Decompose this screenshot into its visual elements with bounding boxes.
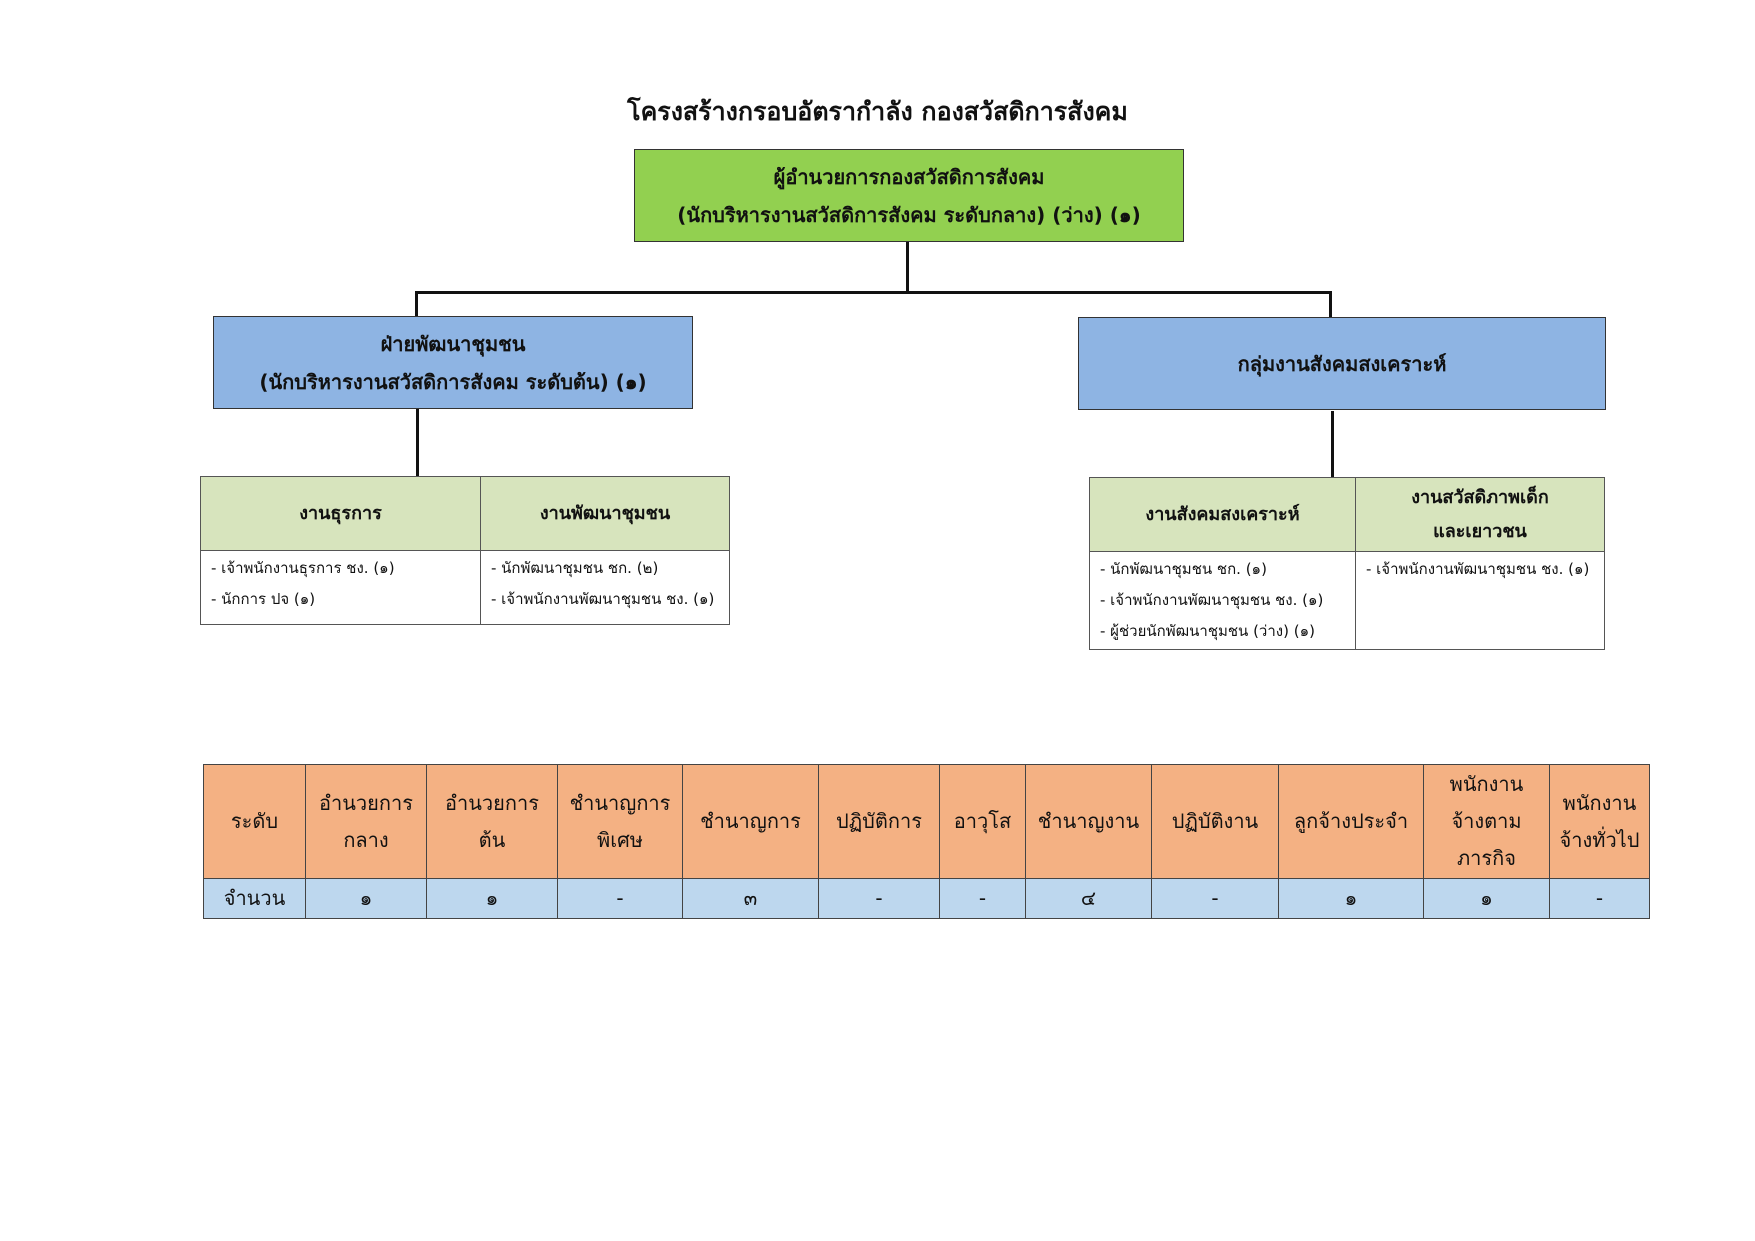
section-staff-community-dev: - นักพัฒนาชุมชน ชก. (๒) - เจ้าพนักงานพัฒ…	[480, 550, 730, 625]
staff-item: - นักพัฒนาชุมชน ชก. (๑)	[1100, 560, 1267, 578]
section-header-child-youth: งานสวัสดิภาพเด็ก และเยาวชน	[1355, 477, 1605, 552]
count-cell: -	[1549, 878, 1650, 919]
staff-item: - เจ้าพนักงานพัฒนาชุมชน ชง. (๑)	[1100, 591, 1324, 609]
count-row-label: จำนวน	[203, 878, 306, 919]
page-title: โครงสร้างกรอบอัตรากำลัง กองสวัสดิการสังค…	[627, 97, 1128, 126]
staff-item: - เจ้าพนักงานธุรการ ชง. (๑)	[211, 559, 395, 577]
community-development-unit-box: ฝ่ายพัฒนาชุมชน (นักบริหารงานสวัสดิการสัง…	[213, 316, 693, 409]
count-cell: -	[818, 878, 940, 919]
level-header: ชำนาญการ	[682, 764, 819, 879]
left-sections-table: งานธุรการ งานพัฒนาชุมชน - เจ้าพนักงานธุร…	[200, 476, 730, 625]
connector-director-down	[906, 242, 909, 292]
social-welfare-group-box: กลุ่มงานสังคมสงเคราะห์	[1078, 317, 1606, 410]
staff-item: - นักการ ปจ (๑)	[211, 590, 316, 608]
level-header: อำนวยการกลาง	[305, 764, 427, 879]
levels-table: ระดับ อำนวยการกลาง อำนวยการต้น ชำนาญการพ…	[203, 764, 1650, 919]
connector-left-down	[415, 291, 418, 317]
level-header: ชำนาญงาน	[1025, 764, 1152, 879]
level-header: อำนวยการต้น	[426, 764, 558, 879]
count-cell: ๔	[1025, 878, 1152, 919]
staff-item: - ผู้ช่วยนักพัฒนาชุมชน (ว่าง) (๑)	[1100, 622, 1315, 640]
count-cell: -	[939, 878, 1026, 919]
left-unit-position: (นักบริหารงานสวัสดิการสังคม ระดับต้น) (๑…	[259, 369, 647, 394]
section-header-community-dev: งานพัฒนาชุมชน	[480, 476, 730, 551]
section-header-social-work: งานสังคมสงเคราะห์	[1089, 477, 1356, 552]
count-cell: ๓	[682, 878, 819, 919]
level-row-label: ระดับ	[203, 764, 306, 879]
level-header: ลูกจ้างประจำ	[1278, 764, 1424, 879]
right-unit-title: กลุ่มงานสังคมสงเคราะห์	[1237, 351, 1447, 376]
connector-horizontal	[415, 291, 1331, 294]
connector-right-unit-down	[1331, 411, 1334, 478]
staff-item: - นักพัฒนาชุมชน ชก. (๒)	[491, 559, 659, 577]
section-header-admin: งานธุรการ	[200, 476, 481, 551]
director-position: (นักบริหารงานสวัสดิการสังคม ระดับกลาง) (…	[677, 202, 1141, 227]
count-cell: -	[557, 878, 683, 919]
section-header-line: งานสวัสดิภาพเด็ก	[1411, 486, 1549, 508]
connector-right-down	[1329, 291, 1332, 317]
section-staff-social-work: - นักพัฒนาชุมชน ชก. (๑) - เจ้าพนักงานพัฒ…	[1089, 551, 1356, 650]
count-cell: ๑	[426, 878, 558, 919]
staff-item: - เจ้าพนักงานพัฒนาชุมชน ชง. (๑)	[1366, 560, 1590, 578]
staff-item: - เจ้าพนักงานพัฒนาชุมชน ชง. (๑)	[491, 590, 715, 608]
section-staff-child-youth: - เจ้าพนักงานพัฒนาชุมชน ชง. (๑)	[1355, 551, 1605, 650]
section-header-line: และเยาวชน	[1433, 520, 1527, 542]
count-cell: ๑	[1423, 878, 1550, 919]
count-cell: ๑	[1278, 878, 1424, 919]
count-cell: ๑	[305, 878, 427, 919]
level-header: ปฏิบัติการ	[818, 764, 940, 879]
director-box: ผู้อำนวยการกองสวัสดิการสังคม (นักบริหารง…	[634, 149, 1184, 242]
level-header: ชำนาญการพิเศษ	[557, 764, 683, 879]
level-header: ปฏิบัติงาน	[1151, 764, 1279, 879]
level-header: พนักงานจ้างทั่วไป	[1549, 764, 1650, 879]
count-cell: -	[1151, 878, 1279, 919]
section-staff-admin: - เจ้าพนักงานธุรการ ชง. (๑) - นักการ ปจ …	[200, 550, 481, 625]
level-header: พนักงานจ้างตามภารกิจ	[1423, 764, 1550, 879]
level-header: อาวุโส	[939, 764, 1026, 879]
connector-left-unit-down	[416, 409, 419, 476]
left-unit-title: ฝ่ายพัฒนาชุมชน	[380, 331, 526, 356]
right-sections-table: งานสังคมสงเคราะห์ งานสวัสดิภาพเด็ก และเย…	[1089, 477, 1605, 650]
director-title: ผู้อำนวยการกองสวัสดิการสังคม	[773, 164, 1045, 189]
